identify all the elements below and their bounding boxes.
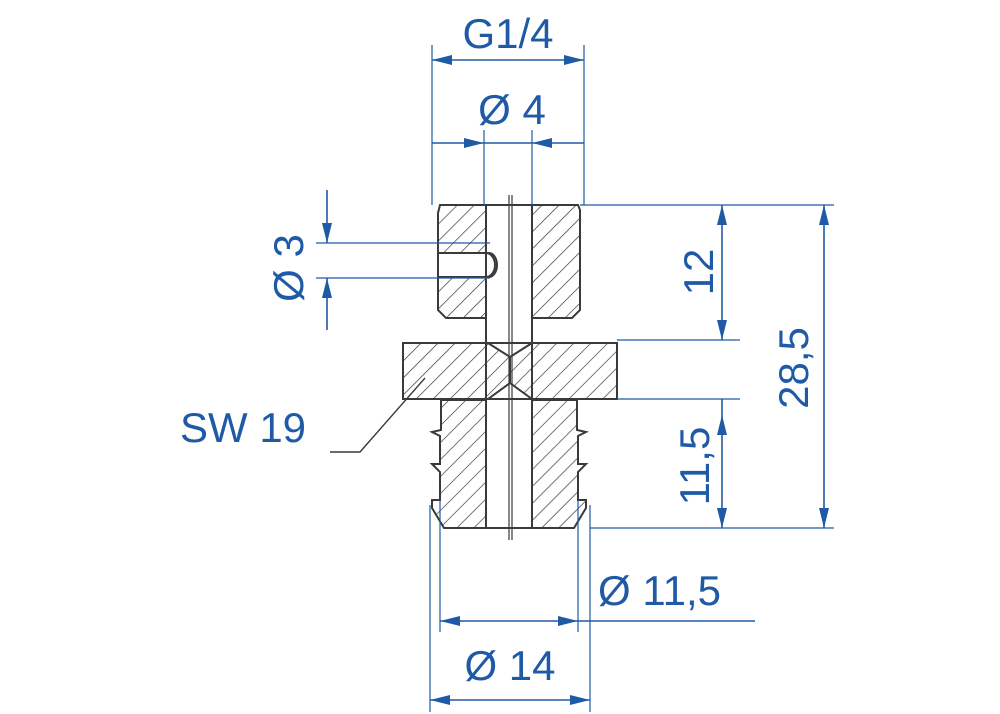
upper-length-label: 12 xyxy=(675,249,722,296)
barb-large-arrow-left xyxy=(430,695,450,705)
barb-right-section xyxy=(531,399,589,529)
hex-label: SW 19 xyxy=(180,404,306,451)
upper-arrow-top xyxy=(717,205,727,225)
thread-label: G1/4 xyxy=(462,10,553,57)
total-arrow-top xyxy=(819,205,829,225)
cross-hole-arrow-bottom xyxy=(322,278,332,298)
shank-right-section xyxy=(531,204,581,319)
thread-arrow-left xyxy=(432,55,452,65)
lower-arrow-bottom xyxy=(717,508,727,528)
thread-arrow-right xyxy=(564,55,584,65)
cross-hole-label: Ø 3 xyxy=(265,234,312,302)
upper-arrow-bottom xyxy=(717,320,727,340)
cross-hole-arrow-top xyxy=(322,223,332,243)
dimensions: G1/4 Ø 4 Ø 3 SW 19 12 28,5 xyxy=(180,10,834,712)
hex-leader xyxy=(330,377,426,453)
hex-right-section xyxy=(509,342,618,400)
bore-arrow-right xyxy=(532,138,552,148)
barb-large-label: Ø 14 xyxy=(464,642,555,689)
bore-label: Ø 4 xyxy=(478,86,546,133)
bore-arrow-left xyxy=(464,138,484,148)
barb-small-arrow-right xyxy=(558,616,578,626)
hex-left-section xyxy=(402,342,511,400)
lower-arrow-top xyxy=(717,415,727,435)
total-length-label: 28,5 xyxy=(770,327,817,409)
fitting-section xyxy=(402,195,618,540)
total-arrow-bottom xyxy=(819,508,829,528)
barb-small-label: Ø 11,5 xyxy=(598,567,721,614)
lower-length-label: 11,5 xyxy=(671,427,718,506)
barb-large-arrow-right xyxy=(570,695,590,705)
barb-small-arrow-left xyxy=(440,616,460,626)
